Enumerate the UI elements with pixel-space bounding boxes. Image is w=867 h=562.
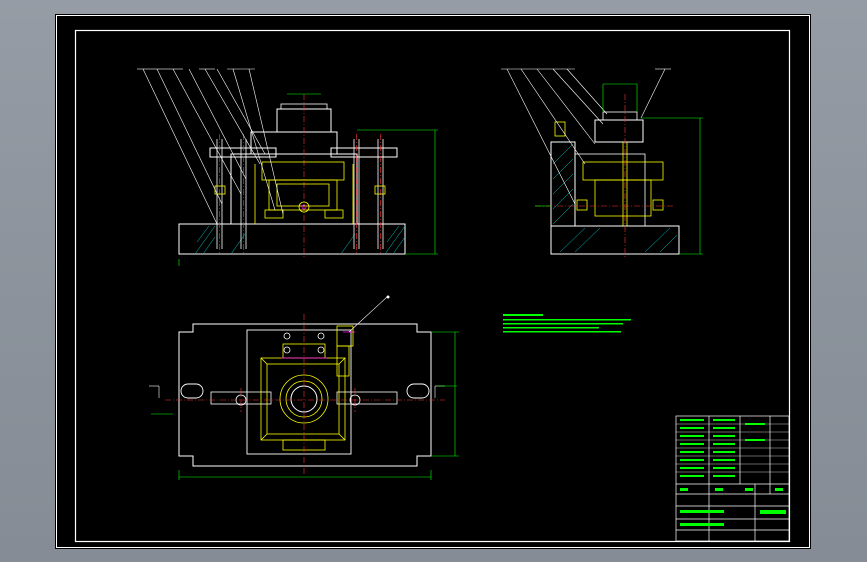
front-base-hatch xyxy=(194,225,406,255)
outer-frame xyxy=(56,15,810,548)
side-view xyxy=(501,68,703,259)
inner-frame xyxy=(74,29,791,543)
title-block-fill xyxy=(680,419,786,526)
title-block xyxy=(675,415,790,542)
technical-notes xyxy=(503,314,631,333)
front-view xyxy=(137,68,438,266)
plan-view xyxy=(149,295,459,480)
drawing-sheet xyxy=(55,14,811,549)
cad-drawing xyxy=(56,15,810,548)
